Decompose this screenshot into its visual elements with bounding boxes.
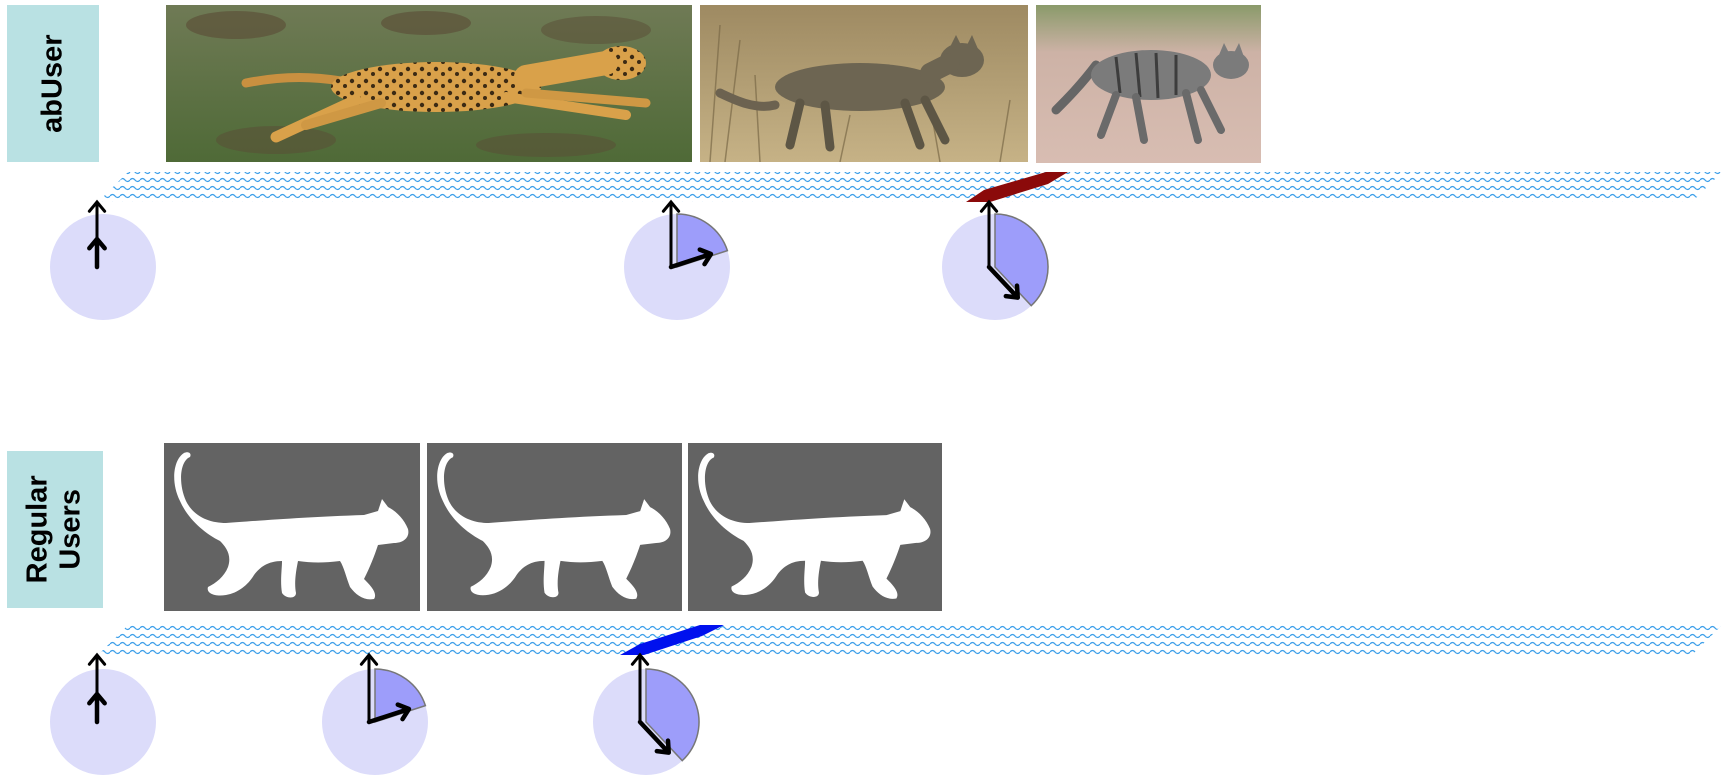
elapsed-time-clock xyxy=(50,652,156,775)
clock-start-hand xyxy=(630,652,650,724)
clock-group xyxy=(50,199,1049,775)
frame-striped-cat-photo xyxy=(1036,5,1261,163)
clock-elapsed-sector xyxy=(676,213,729,269)
clock-face xyxy=(50,214,156,320)
clock-elapsed-sector xyxy=(374,668,427,724)
frame-cat-silhouette-2 xyxy=(427,443,682,611)
clock-elapsed-sector xyxy=(994,213,1049,307)
elapsed-time-clock xyxy=(322,652,428,775)
clock-elapsed-hand xyxy=(87,236,107,270)
cheetah-image xyxy=(166,5,692,162)
group-label-abuser: abUser xyxy=(7,5,99,162)
regular-event-marker xyxy=(620,625,724,655)
clock-start-hand xyxy=(359,652,379,724)
elapsed-time-clock xyxy=(50,199,156,320)
regular-timeline-track xyxy=(98,625,1722,655)
clock-start-hand xyxy=(661,199,681,269)
clock-elapsed-hand xyxy=(986,264,1020,300)
frame-cheetah-photo xyxy=(166,5,692,162)
clock-elapsed-hand xyxy=(366,702,412,725)
frame-cat-silhouette-3 xyxy=(688,443,942,611)
wildcat-grass-image xyxy=(700,5,1028,162)
elapsed-time-clock xyxy=(593,652,700,775)
abuser-timeline-track xyxy=(98,172,1722,202)
elapsed-time-clock xyxy=(942,199,1049,320)
abuser-event-marker xyxy=(966,172,1068,202)
frame-cat-silhouette-1 xyxy=(164,443,420,611)
striped-cat-image xyxy=(1036,5,1261,163)
clock-elapsed-hand xyxy=(668,247,714,270)
group-label-regular-users: Regular Users xyxy=(7,451,103,608)
frame-wildcat-grass-photo xyxy=(700,5,1028,162)
clock-elapsed-hand xyxy=(87,691,107,725)
clock-elapsed-sector xyxy=(645,668,700,762)
elapsed-time-clock xyxy=(624,199,730,320)
clock-start-hand xyxy=(979,199,999,269)
clock-face xyxy=(50,669,156,775)
clock-elapsed-hand xyxy=(637,719,672,755)
